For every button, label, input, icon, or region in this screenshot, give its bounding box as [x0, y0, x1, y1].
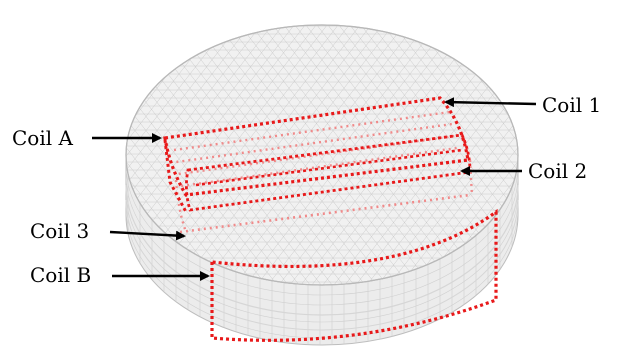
label-coil-2: Coil 2 [528, 159, 587, 183]
coil-winding [178, 134, 455, 176]
arrows [92, 97, 537, 281]
coil-winding [176, 122, 453, 164]
coil-3-edge [174, 179, 188, 233]
coil-2-inner [195, 148, 463, 187]
coil-3-edge-r [468, 159, 474, 197]
coil-b [210, 208, 498, 342]
arrow-coil-1 [444, 97, 537, 108]
coil-winding [181, 146, 458, 188]
arrow-coil-3 [109, 230, 186, 241]
label-coil-1: Coil 1 [542, 93, 601, 117]
label-coil-b: Coil B [30, 263, 91, 287]
label-coil-a: Coil A [12, 126, 73, 150]
coil-a-edge [163, 139, 188, 213]
coil-winding [173, 110, 451, 152]
label-coil-3: Coil 3 [30, 219, 89, 243]
coil-3 [179, 193, 471, 234]
